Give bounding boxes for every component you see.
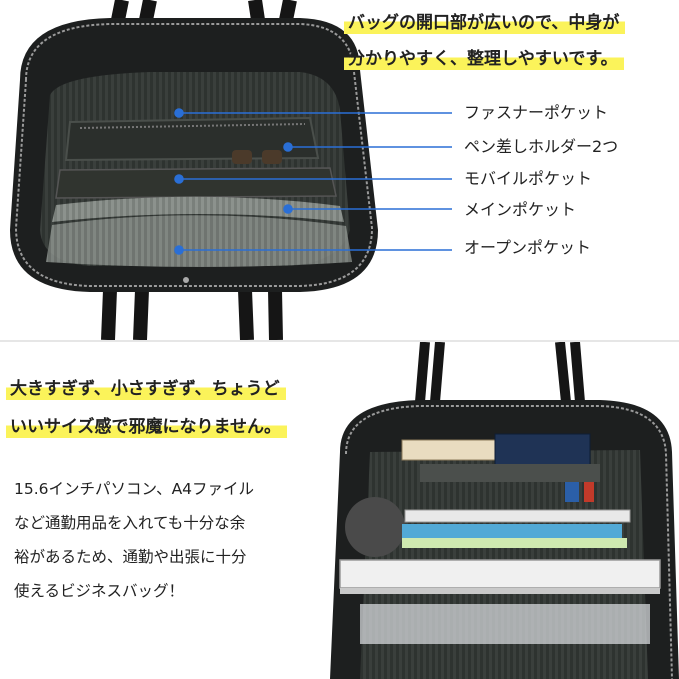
body-line-2: など通勤用品を入れても十分な余 [14,514,246,532]
top-heading-line-1: バッグの開口部が広いので、中身が [344,10,626,36]
callout-zipper-pocket: ファスナーポケット [464,103,609,122]
callout-main-pocket: メインポケット [464,200,577,219]
top-heading-line-2: 分かりやすく、整理しやすいです。 [344,46,624,72]
bottom-heading-line-2: いいサイズ感で邪魔になりません。 [6,414,287,440]
bottom-body-text: 15.6インチパソコン、A4ファイル など通勤用品を入れても十分な余 裕があるた… [14,472,324,608]
callout-mobile-pocket: モバイルポケット [464,169,593,188]
bag-interior-photo [10,0,452,340]
bottom-section: 大きすぎず、小さすぎず、ちょうど いいサイズ感で邪魔になりません。 15.6イン… [0,342,679,679]
bag-contents-photo [330,342,679,679]
callout-pen-holders: ペン差しホルダー2つ [464,137,619,156]
callout-open-pocket: オープンポケット [464,238,592,257]
section-divider [0,340,679,342]
body-line-4: 使えるビジネスバッグ！ [14,582,185,600]
bottom-heading-line-1: 大きすぎず、小さすぎず、ちょうど [6,376,286,402]
body-line-3: 裕があるため、通勤や出張に十分 [14,548,247,566]
body-line-1: 15.6インチパソコン、A4ファイル [14,480,255,498]
top-section: バッグの開口部が広いので、中身が 分かりやすく、整理しやすいです。 ファスナーポ… [10,0,626,340]
